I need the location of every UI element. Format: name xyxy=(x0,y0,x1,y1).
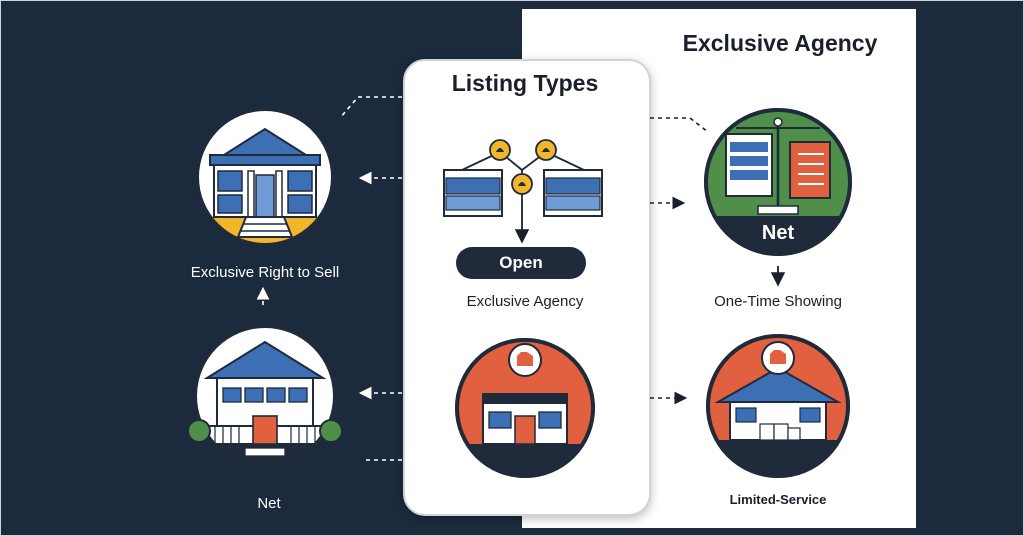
center-label: Exclusive Agency xyxy=(466,293,584,310)
storefront-icon xyxy=(455,338,595,478)
right-bottom-label: Limited-Service xyxy=(729,492,827,507)
scale-checklist-icon xyxy=(704,108,852,256)
center-title: Listing Types xyxy=(451,70,599,96)
open-pill: Open xyxy=(456,247,586,279)
right-top-badge: Net xyxy=(761,222,795,244)
panel-title: Exclusive Agency xyxy=(682,30,878,56)
right-middle-label: One-Time Showing xyxy=(714,293,842,310)
listing-network-icon xyxy=(443,139,603,217)
left-bottom-label: Net xyxy=(257,495,281,512)
courthouse-icon xyxy=(195,107,335,247)
connector-top-left xyxy=(339,96,402,119)
house-badge-icon xyxy=(706,334,850,478)
left-top-label: Exclusive Right to Sell xyxy=(190,264,340,281)
connector-top-right xyxy=(650,117,709,133)
house-icon xyxy=(189,324,341,468)
